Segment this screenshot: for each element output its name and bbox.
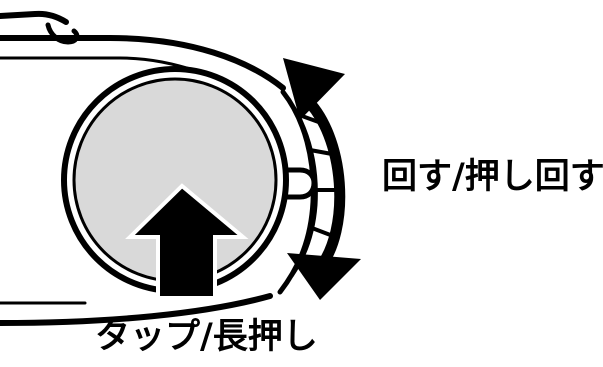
curved-double-arrow-icon bbox=[283, 58, 361, 300]
dial-tab bbox=[282, 167, 317, 200]
rotate-label: 回す/押し回す bbox=[382, 157, 603, 197]
up-arrow-icon bbox=[125, 183, 249, 300]
tap-label: タップ/長押し bbox=[95, 317, 318, 357]
device-body bbox=[0, 10, 286, 326]
